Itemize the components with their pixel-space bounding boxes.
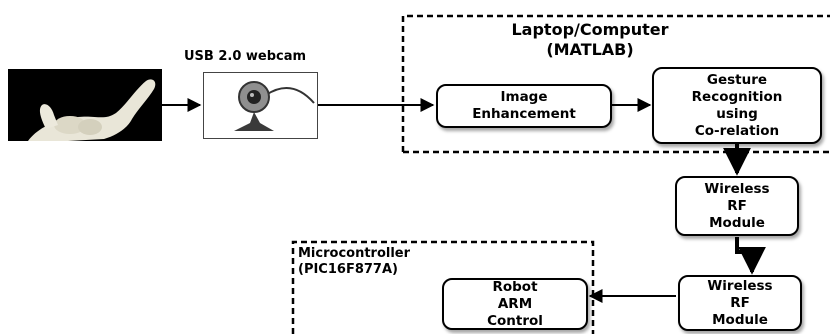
wireless-rf-module-node-1: Wireless RF Module	[675, 176, 799, 236]
robot-arm-control-node: Robot ARM Control	[442, 278, 588, 330]
computer-group-title: Laptop/Computer (MATLAB)	[511, 20, 669, 59]
webcam-label: USB 2.0 webcam	[184, 49, 307, 64]
hand-photo	[8, 69, 162, 141]
computer-group-frame	[401, 14, 830, 152]
microcontroller-group-frame	[291, 240, 595, 334]
webcam-picture	[203, 72, 318, 139]
image-enhancement-node: Image Enhancement	[436, 84, 612, 128]
microcontroller-group-title: Microcontroller (PIC16F877A)	[298, 246, 411, 277]
wireless-rf-module-node-2: Wireless RF Module	[678, 275, 802, 331]
gesture-recognition-node: Gesture Recognition using Co-relation	[652, 67, 822, 144]
arrow-rf1-to-rf2	[735, 237, 766, 275]
